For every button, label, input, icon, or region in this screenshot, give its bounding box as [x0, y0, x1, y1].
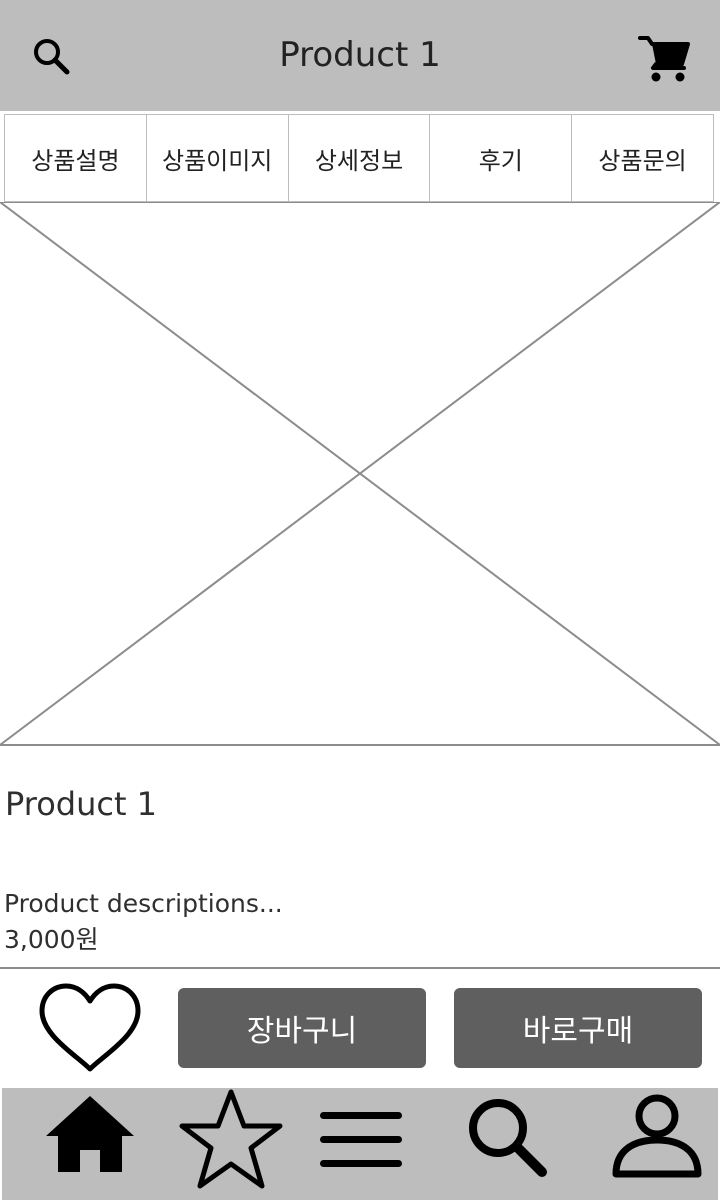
page-title: Product 1	[279, 35, 441, 75]
top-app-bar: Product 1	[0, 0, 720, 111]
tab-reviews[interactable]: 후기	[430, 115, 573, 201]
home-icon	[46, 1096, 134, 1172]
product-price: 3,000원	[4, 925, 99, 954]
header-cart-button[interactable]	[638, 34, 692, 84]
heart-icon	[39, 983, 141, 1072]
product-tabs: 상품설명 상품이미지 상세정보 후기 상품문의	[4, 114, 714, 202]
product-description: Product descriptions...	[4, 889, 283, 918]
star-icon	[179, 1089, 283, 1189]
header-search-button[interactable]	[30, 35, 72, 77]
search-icon	[469, 1099, 547, 1177]
tab-product-description[interactable]: 상품설명	[5, 115, 147, 201]
tab-product-images[interactable]: 상품이미지	[147, 115, 289, 201]
nav-home[interactable]	[44, 1094, 136, 1178]
tab-details[interactable]: 상세정보	[289, 115, 431, 201]
nav-profile[interactable]	[610, 1092, 704, 1186]
divider	[0, 967, 720, 969]
tab-product-inquiry[interactable]: 상품문의	[598, 146, 687, 175]
nav-search[interactable]	[464, 1094, 550, 1184]
search-icon	[34, 39, 70, 75]
add-to-cart-button[interactable]: 장바구니	[178, 988, 426, 1068]
nav-favorites[interactable]	[178, 1088, 284, 1196]
cart-icon	[638, 36, 690, 82]
wishlist-button[interactable]	[36, 981, 144, 1075]
user-icon	[612, 1094, 702, 1178]
product-image-placeholder	[0, 201, 720, 746]
nav-menu[interactable]	[320, 1110, 402, 1174]
menu-icon	[320, 1112, 402, 1167]
product-name: Product 1	[5, 785, 158, 823]
bottom-navigation	[2, 1088, 718, 1200]
buy-now-button[interactable]: 바로구매	[454, 988, 702, 1068]
